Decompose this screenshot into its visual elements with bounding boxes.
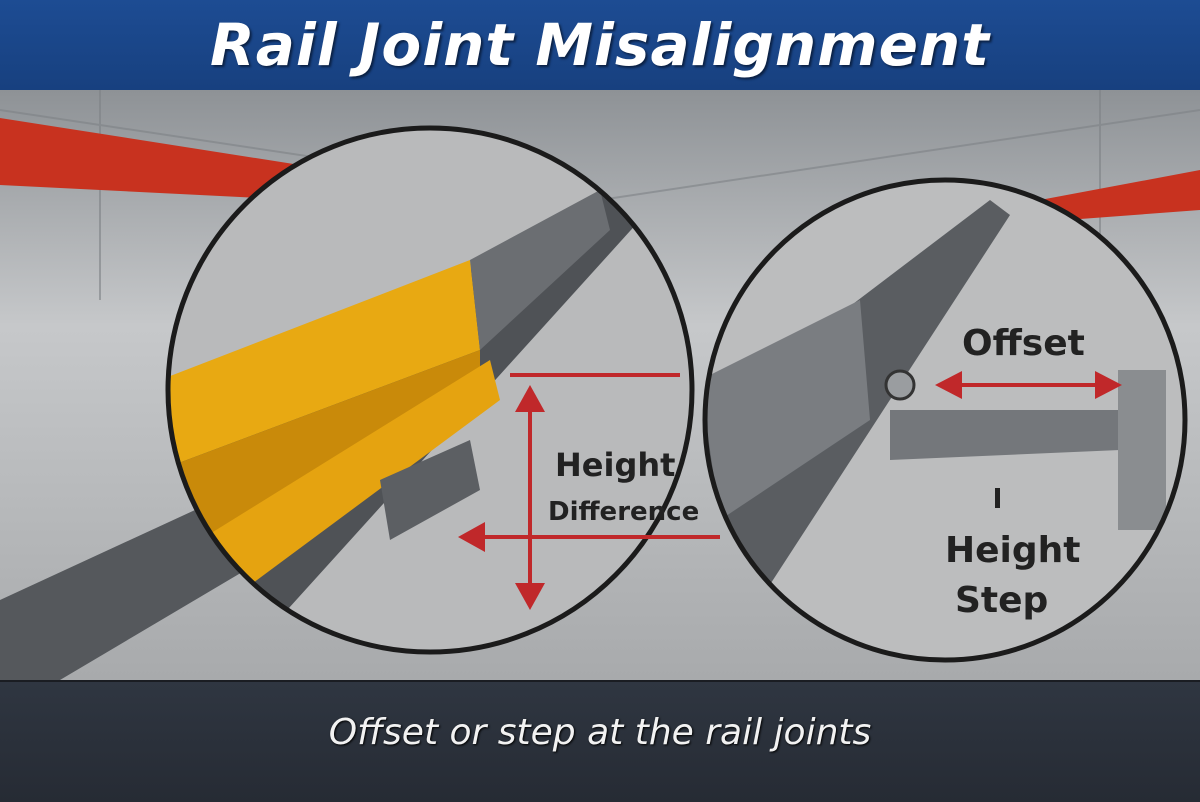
right-detail-circle	[705, 180, 1185, 660]
step-label: Step	[955, 580, 1048, 621]
illustration: Height Difference Offset Height Step	[0, 90, 1200, 680]
title: Rail Joint Misalignment	[210, 11, 990, 79]
height-step-label: Height	[945, 530, 1081, 571]
difference-label: Difference	[548, 497, 699, 527]
offset-arrow	[935, 371, 1122, 399]
red-crane-beam-left	[0, 118, 300, 200]
title-banner: Rail Joint Misalignment	[0, 0, 1200, 92]
bolt	[884, 369, 916, 401]
step-marker	[995, 488, 1000, 508]
offset-rail-end	[1118, 370, 1166, 530]
offset-label: Offset	[962, 323, 1085, 364]
left-detail-circle	[168, 128, 692, 652]
height-label: Height	[555, 446, 675, 484]
caption: Offset or step at the rail joints	[328, 711, 872, 753]
yellow-rail-top	[168, 260, 480, 470]
red-crane-beam-right	[1040, 170, 1200, 222]
caption-bar: Offset or step at the rail joints	[0, 680, 1200, 802]
yellow-rail-lower	[200, 360, 500, 600]
height-difference-arrows	[458, 373, 720, 610]
offset-bar	[890, 410, 1120, 460]
